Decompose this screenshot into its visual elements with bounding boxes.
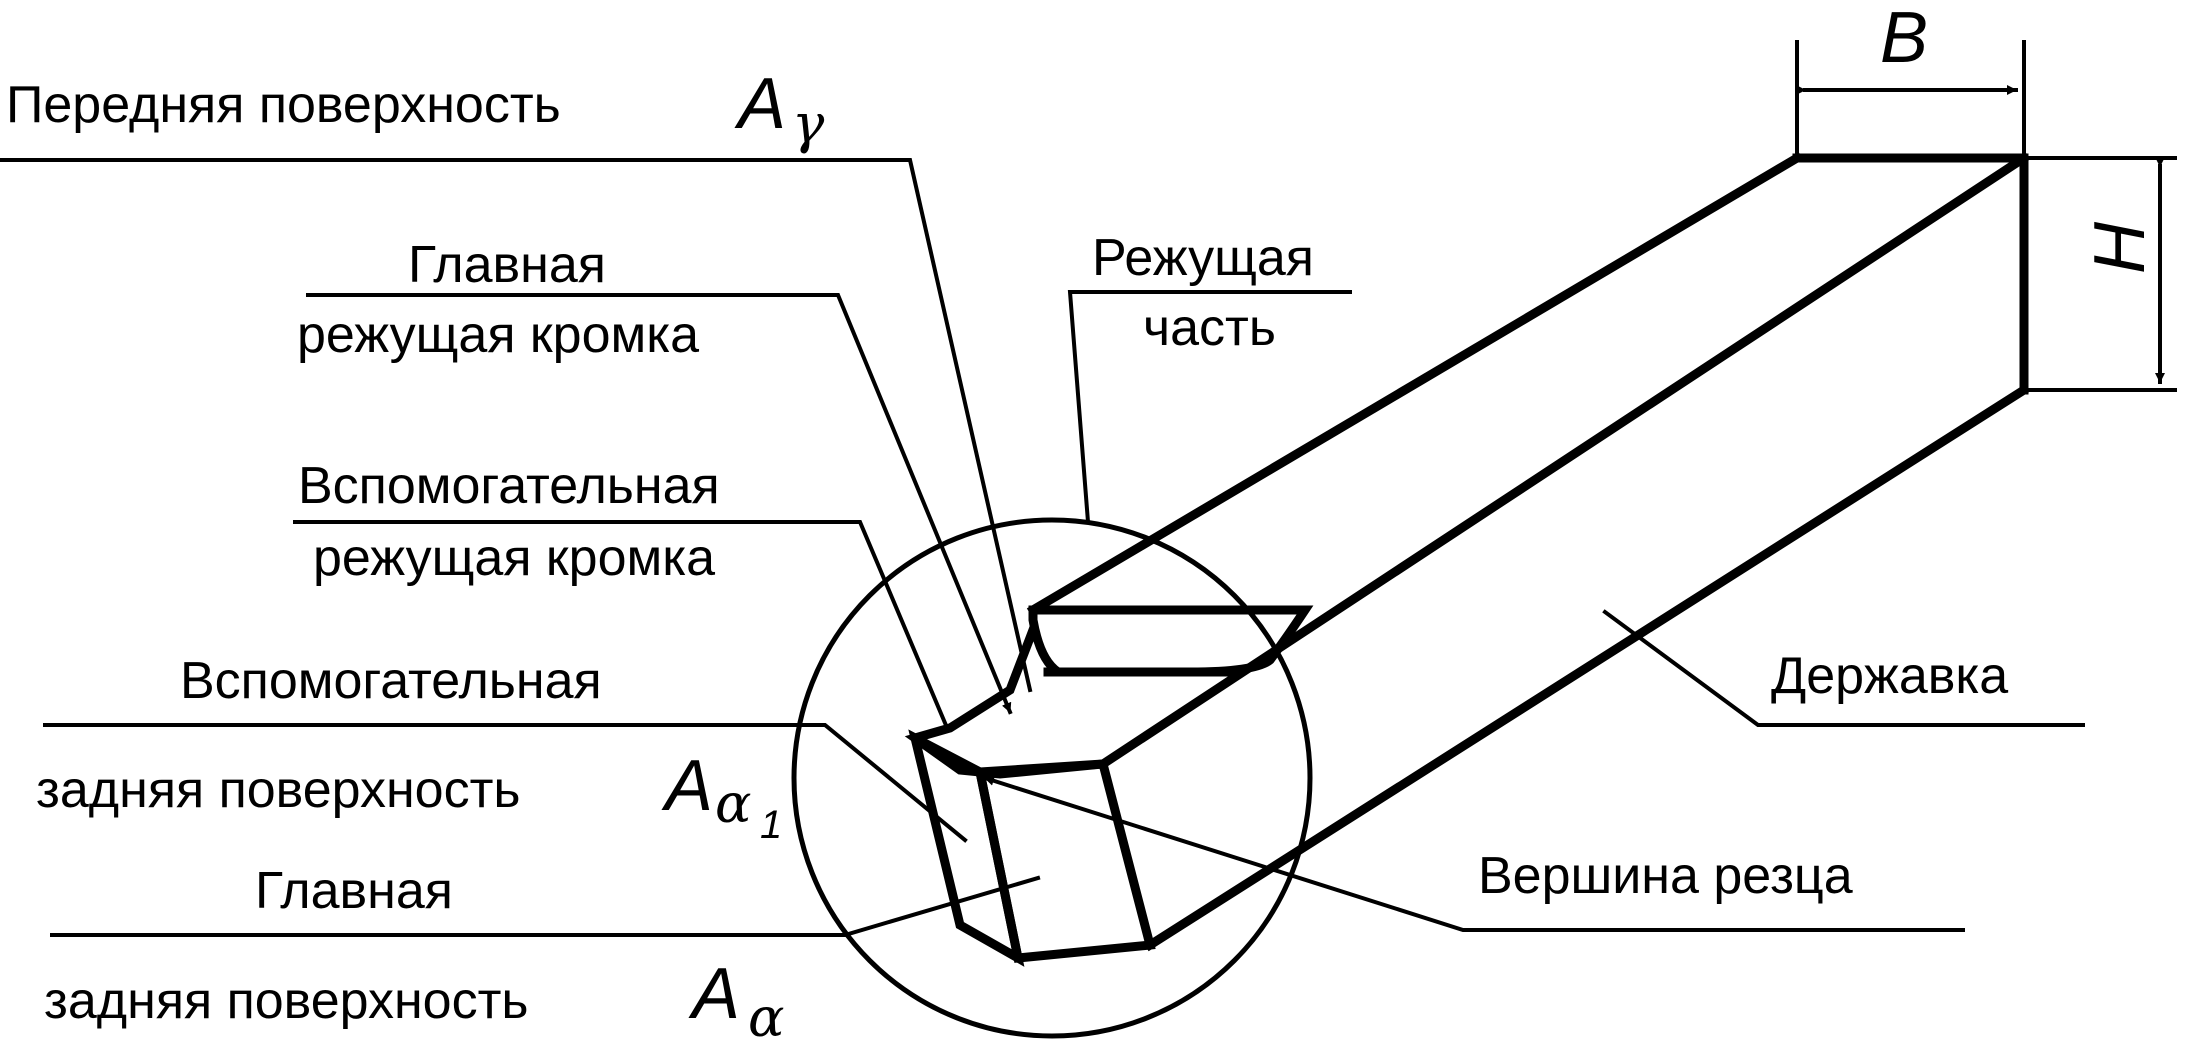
tip-text: Вершина резца: [1478, 847, 1853, 905]
aux-flank-text-2: задняя поверхность: [36, 761, 521, 819]
main-edge-text-2: режущая кромка: [297, 306, 699, 364]
leader-main-flank: [50, 875, 1041, 937]
aux-flank-label: Вспомогательная задняя поверхность A α 1: [36, 652, 782, 847]
main-flank-text-1: Главная: [255, 862, 453, 920]
aux-flank-text-1: Вспомогательная: [180, 652, 602, 710]
aux-edge-label: Вспомогательная режущая кромка: [298, 457, 720, 587]
dim-h-label: H: [2080, 221, 2160, 274]
aux-flank-outline: [908, 729, 1025, 967]
leader-main-edge: [306, 293, 1013, 715]
main-flank-label: Главная задняя поверхность A α: [44, 862, 784, 1049]
main-flank-subscript: α: [748, 986, 784, 1049]
holder-label: Державка: [1771, 647, 2008, 705]
bottom-right-edge: [1143, 383, 2031, 952]
holder-text: Державка: [1771, 647, 2008, 705]
cutting-part-text-1: Режущая: [1092, 229, 1314, 287]
aux-edge-text-2: режущая кромка: [313, 529, 715, 587]
main-flank-outline: [974, 759, 1156, 963]
leader-lines: [0, 158, 2085, 937]
tip-label: Вершина резца: [1478, 847, 1853, 905]
rake-face-label: Передняя поверхность A γ: [6, 64, 825, 155]
main-edge-text-1: Главная: [408, 236, 606, 294]
dimension-width: B: [1795, 0, 2026, 160]
main-flank-symbol: A: [688, 954, 740, 1034]
leader-cutting-part: [1067, 290, 1352, 525]
cutting-part-label: Режущая часть: [1092, 229, 1314, 357]
aux-flank-index: 1: [760, 803, 782, 847]
rake-face-symbol: A: [734, 64, 786, 144]
cutting-head-outline: [1028, 605, 1314, 677]
leader-tip: [982, 775, 1965, 932]
rake-face-subscript: γ: [792, 92, 825, 155]
aux-edge-text-1: Вспомогательная: [298, 457, 720, 515]
aux-flank-symbol: A: [661, 746, 713, 826]
dim-b-label: B: [1880, 0, 1928, 78]
main-flank-text-2: задняя поверхность: [44, 972, 529, 1030]
aux-flank-subscript: α: [715, 772, 751, 835]
cutting-part-circle: [791, 517, 1313, 1039]
main-edge-label: Главная режущая кромка: [297, 236, 699, 364]
rake-face-text: Передняя поверхность: [6, 76, 561, 134]
leader-rake-face: [0, 158, 1033, 693]
dimension-height: H: [2022, 156, 2177, 392]
top-face-left-edge: [1026, 151, 1804, 617]
leader-aux-edge: [293, 520, 951, 733]
leader-aux-flank: [43, 723, 968, 843]
leader-holder: [1602, 609, 2085, 727]
tool-holder-body: [904, 151, 2031, 967]
cutting-part-text-2: часть: [1143, 299, 1276, 357]
